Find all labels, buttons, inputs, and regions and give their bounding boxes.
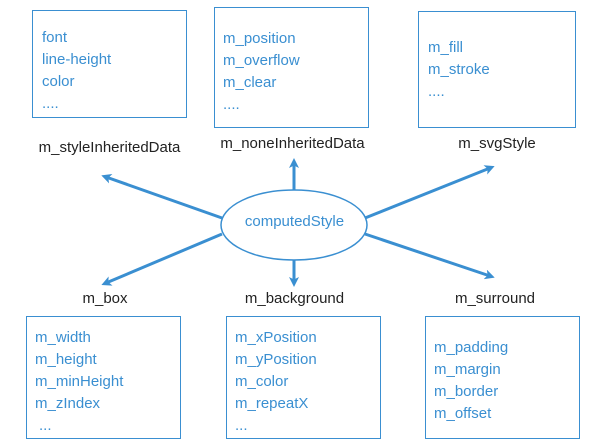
list-item: .... [428,83,445,100]
surround-caption: m_surround [454,290,536,307]
list-item: font [42,29,68,46]
list-item: .... [223,96,240,113]
list-item: line-height [42,51,112,68]
style-inherited-caption: m_styleInheritedData [38,139,181,156]
none-inherited-list: m_position m_overflow m_clear .... [223,28,368,116]
style-inherited-box: font line-height color .... [32,10,187,118]
list-item: m_height [35,351,97,368]
none-inherited-caption: m_noneInheritedData [220,135,365,152]
list-item: ... [39,417,52,434]
list-item: m_width [35,329,91,346]
list-item: m_xPosition [235,329,317,346]
background-list: m_xPosition m_yPosition m_color m_repeat… [235,327,380,437]
computed-style-label: computedStyle [244,213,345,230]
list-item: m_stroke [428,61,490,78]
list-item: m_padding [434,339,509,356]
list-item: m_minHeight [35,373,124,390]
surround-list: m_padding m_margin m_border m_offset [434,337,579,425]
background-caption: m_background [244,290,345,307]
box-list: m_width m_height m_minHeight m_zIndex ..… [35,327,180,437]
list-item: m_offset [434,405,492,422]
svg-style-box: m_fill m_stroke .... [418,11,576,128]
box-box: m_width m_height m_minHeight m_zIndex ..… [26,316,181,439]
computed-style-node [220,189,368,261]
list-item: .... [42,95,59,112]
list-item: m_color [235,373,289,390]
list-item: m_repeatX [235,395,309,412]
list-item: m_yPosition [235,351,317,368]
none-inherited-box: m_position m_overflow m_clear .... [214,7,369,128]
list-item: m_border [434,383,499,400]
arrow-to-box [101,232,223,286]
surround-box: m_padding m_margin m_border m_offset [425,316,580,439]
svg-style-list: m_fill m_stroke .... [428,37,575,103]
list-item: m_overflow [223,52,300,69]
arrow-to-surround [364,232,495,280]
background-box: m_xPosition m_yPosition m_color m_repeat… [226,316,381,439]
list-item: m_position [223,30,296,47]
list-item: m_zIndex [35,395,101,412]
list-item: m_margin [434,361,501,378]
style-inherited-list: font line-height color .... [42,27,186,115]
list-item: m_fill [428,39,464,56]
list-item: color [42,73,75,90]
list-item: ... [235,417,248,434]
svg-style-caption: m_svgStyle [458,135,536,152]
box-caption: m_box [82,290,128,307]
arrow-to-style-inherited [101,173,223,220]
arrow-to-svg-style [364,165,495,220]
list-item: m_clear [223,74,277,91]
